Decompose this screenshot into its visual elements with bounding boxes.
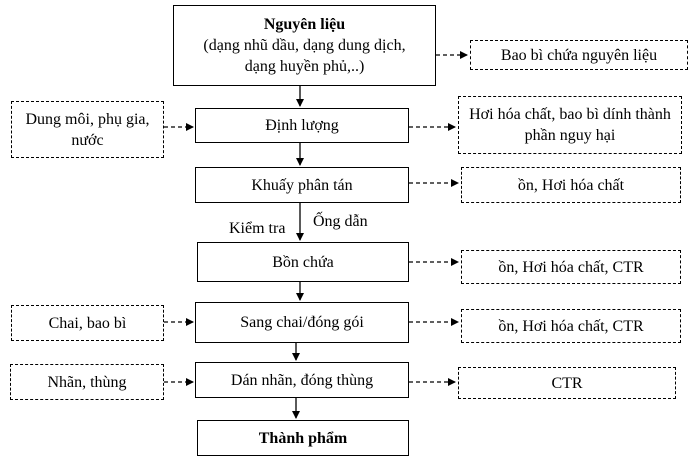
main-flow-arrows [292,86,304,419]
labeling-label: Dán nhãn, đóng thùng [230,371,374,389]
tank-waste-output-label: ồn, Hơi hóa chất, CTR [498,258,644,276]
labels-input-label: Nhãn, thùng [47,373,127,391]
bottling-label: Sang chai/đóng gói [240,314,364,331]
raw-material-box: Nguyên liệu (dạng nhũ dầu, dạng dung dịc… [173,5,436,86]
bottling-waste-output-label: ồn, Hơi hóa chất, CTR [498,317,644,335]
labeling-waste-output-label: CTR [551,374,583,392]
solvents-input-label: Dung môi, phụ gia, nước [25,110,150,149]
pipe-annotation: Ống dẫn [313,213,368,230]
tank-box: Bồn chứa [197,242,409,282]
mixing-waste-output-label: ồn, Hơi hóa chất [517,176,625,194]
dosing-box: Định lượng [195,108,409,143]
product-label: Thành phẩm [258,429,348,447]
product-box: Thành phẩm [197,420,409,456]
labels-input-box: Nhãn, thùng [10,364,164,400]
check-annotation: Kiểm tra [229,220,286,237]
tank-waste-output-box: ồn, Hơi hóa chất, CTR [461,250,681,284]
dosing-waste-output-label: Hơi hóa chất, bao bì dính thành phần ngu… [469,106,671,144]
bottling-waste-output-box: ồn, Hơi hóa chất, CTR [461,309,681,343]
mixing-label: Khuấy phân tán [251,176,353,194]
tank-label: Bồn chứa [272,253,334,271]
mixing-box: Khuấy phân tán [195,167,409,203]
raw-packaging-output-label: Bao bì chứa nguyên liệu [500,46,658,64]
dosing-waste-output-box: Hơi hóa chất, bao bì dính thành phần ngu… [458,96,682,154]
labeling-waste-output-box: CTR [458,367,676,399]
side-arrows [164,51,468,386]
dosing-label: Định lượng [265,117,339,134]
raw-material-desc: (dạng nhũ dầu, dạng dung dịch, dạng huyề… [203,37,406,75]
bottles-input-label: Chai, bao bì [48,314,127,332]
bottling-box: Sang chai/đóng gói [195,302,409,343]
bottles-input-box: Chai, bao bì [11,305,164,341]
raw-packaging-output-box: Bao bì chứa nguyên liệu [470,40,688,70]
solvents-input-box: Dung môi, phụ gia, nước [11,101,164,158]
mixing-waste-output-box: ồn, Hơi hóa chất [461,167,681,203]
labeling-box: Dán nhãn, đóng thùng [195,362,409,398]
raw-material-title: Nguyên liệu [263,16,346,33]
